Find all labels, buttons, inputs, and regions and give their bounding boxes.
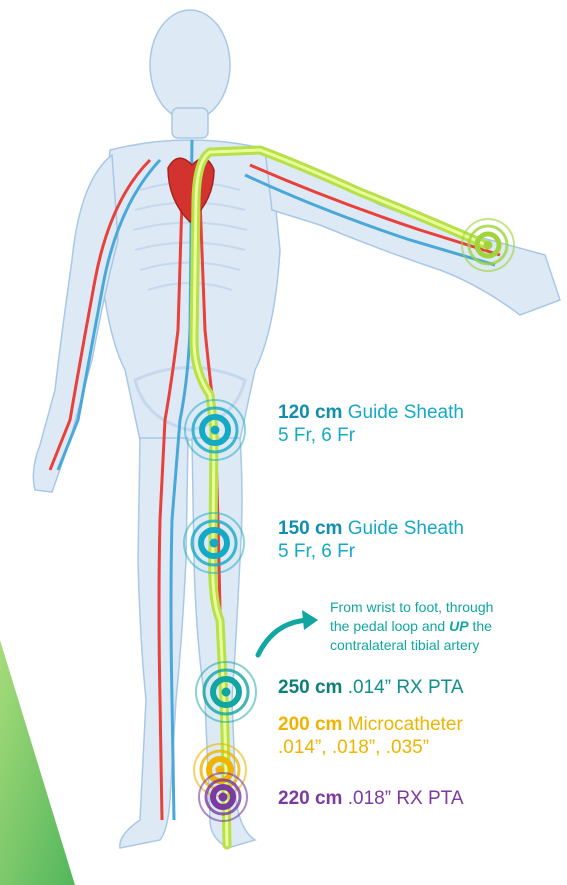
pta-250-name: .014” RX PTA <box>348 677 464 698</box>
micro-200-name: Microcatheter <box>348 714 463 735</box>
sheath-150-name: Guide Sheath <box>348 518 464 539</box>
sheath-120-size: 120 cm <box>278 402 342 423</box>
pta-250-label: 250 cm .014” RX PTA <box>278 677 464 700</box>
sheath-150-options: 5 Fr, 6 Fr <box>278 541 355 562</box>
pta-220-name: .018” RX PTA <box>348 788 464 809</box>
sheath-150-size: 150 cm <box>278 518 342 539</box>
micro-200-size: 200 cm <box>278 714 342 735</box>
sheath-120-label: 120 cm Guide Sheath 5 Fr, 6 Fr <box>278 402 464 448</box>
route-note: From wrist to foot, through the pedal lo… <box>330 598 493 655</box>
pta-220-target-icon <box>199 773 247 821</box>
sheath-150-target-icon <box>184 513 244 573</box>
pta-220-size: 220 cm <box>278 788 342 809</box>
curved-arrow-icon <box>258 610 318 655</box>
wrist-access-target-icon <box>462 219 514 271</box>
micro-200-label: 200 cm Microcatheter .014”, .018”, .035” <box>278 714 463 760</box>
sheath-120-options: 5 Fr, 6 Fr <box>278 425 355 446</box>
route-note-line2-prefix: the pedal loop and <box>330 618 449 634</box>
route-note-line3: contralateral tibial artery <box>330 637 479 653</box>
sheath-120-name: Guide Sheath <box>348 402 464 423</box>
route-note-emphasis: UP <box>449 618 468 634</box>
route-note-line2-suffix: the <box>469 618 492 634</box>
sheath-120-target-icon <box>185 400 245 460</box>
pta-250-target-icon <box>196 662 256 722</box>
pta-220-label: 220 cm .018” RX PTA <box>278 788 464 811</box>
corner-decoration <box>0 640 75 885</box>
sheath-150-label: 150 cm Guide Sheath 5 Fr, 6 Fr <box>278 518 464 564</box>
route-note-line1: From wrist to foot, through <box>330 599 493 615</box>
pta-250-size: 250 cm <box>278 677 342 698</box>
micro-200-options: .014”, .018”, .035” <box>278 737 429 758</box>
